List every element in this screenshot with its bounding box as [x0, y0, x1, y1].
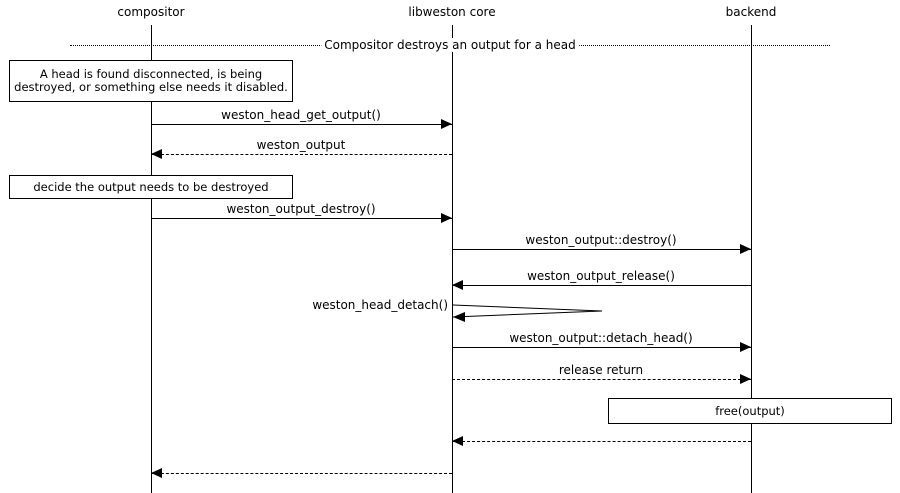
arrowhead-core-return — [151, 468, 162, 478]
arrowhead-backend-return — [452, 436, 463, 446]
selfcall-arrow-icon — [452, 304, 603, 322]
separator-label: Compositor destroys an output for a head — [321, 38, 579, 52]
msg-label-weston-output-destroy: weston_output_destroy() — [222, 202, 380, 216]
selfcall-weston-head-detach — [452, 296, 612, 328]
arrowhead-release-return — [740, 374, 751, 384]
arrowhead-weston-output-detach-head — [740, 342, 751, 352]
msg-line-weston-output-release — [452, 285, 751, 286]
msg-line-weston-output-destroy-vfunc — [452, 249, 751, 250]
msg-label-weston-head-get-output: weston_head_get_output() — [217, 108, 385, 122]
arrowhead-weston-output-destroy — [441, 213, 452, 223]
msg-line-core-return — [151, 473, 452, 474]
arrowhead-weston-output-destroy-vfunc — [740, 244, 751, 254]
msg-label-weston-output: weston_output — [252, 138, 350, 152]
msg-line-weston-output-detach-head — [452, 347, 751, 348]
msg-label-weston-output-destroy-vfunc: weston_output::destroy() — [521, 233, 681, 247]
msg-line-backend-return — [452, 441, 751, 442]
msg-label-weston-output-release: weston_output_release() — [523, 269, 679, 283]
note-decide-destroy: decide the output needs to be destroyed — [9, 175, 293, 199]
lifeline-libweston-core — [452, 25, 453, 493]
actor-label-backend: backend — [725, 5, 777, 19]
arrowhead-weston-head-get-output — [441, 119, 452, 129]
arrowhead-weston-output — [151, 149, 162, 159]
lifeline-compositor — [151, 25, 152, 493]
actor-label-compositor: compositor — [117, 5, 185, 19]
note-free-output: free(output) — [608, 398, 892, 424]
msg-line-weston-output — [151, 154, 452, 155]
arrowhead-weston-output-release — [452, 280, 463, 290]
msg-label-weston-head-detach: weston_head_detach() — [312, 298, 448, 312]
msg-label-weston-output-detach-head: weston_output::detach_head() — [505, 331, 697, 345]
msg-line-weston-head-get-output — [151, 124, 452, 125]
lifeline-backend — [751, 25, 752, 493]
msg-label-release-return: release return — [554, 363, 648, 377]
actor-label-libweston-core: libweston core — [408, 5, 496, 19]
msg-line-release-return — [452, 379, 751, 380]
msg-line-weston-output-destroy — [151, 218, 452, 219]
note-head-disconnected: A head is found disconnected, is being d… — [9, 60, 293, 102]
